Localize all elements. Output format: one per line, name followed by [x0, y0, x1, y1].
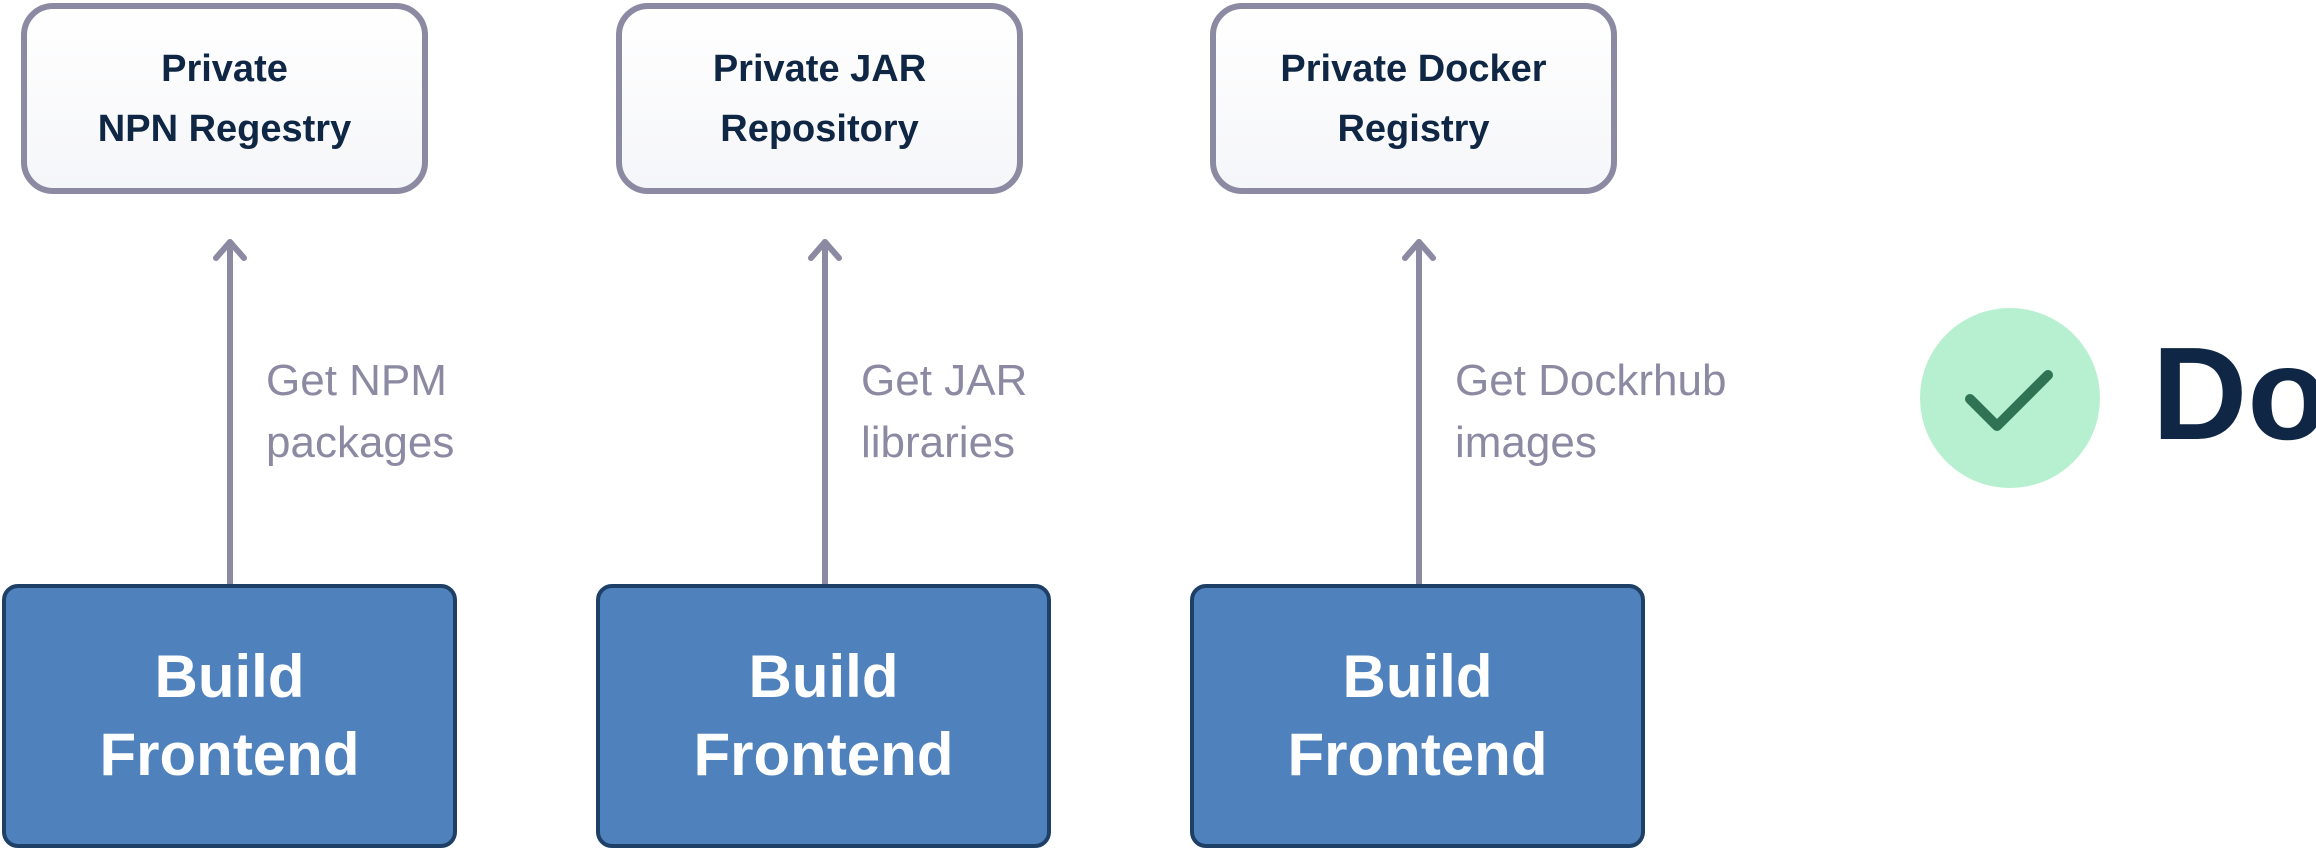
docker-registry-title: Private Docker Registry	[1280, 39, 1546, 159]
build-frontend-2-line-2: Frontend	[693, 721, 954, 788]
build-frontend-title-1: Build Frontend	[100, 638, 360, 794]
jar-repository-node: Private JAR Repository	[616, 3, 1023, 194]
build-frontend-title-3: Build Frontend	[1288, 638, 1548, 794]
build-frontend-3-line-2: Frontend	[1287, 721, 1548, 788]
build-frontend-2-line-1: Build	[748, 643, 899, 710]
do-label: Do	[2152, 320, 2316, 467]
build-frontend-1-line-2: Frontend	[99, 721, 360, 788]
jar-edge-label: Get JAR libraries	[861, 350, 1027, 474]
build-frontend-title-2: Build Frontend	[694, 638, 954, 794]
docker-edge-label: Get Dockrhub images	[1455, 350, 1726, 474]
docker-registry-title-line-2: Registry	[1337, 107, 1490, 150]
jar-repository-title-line-2: Repository	[720, 107, 919, 150]
npm-edge-label: Get NPM packages	[266, 350, 454, 474]
docker-edge-label-line-1: Get Dockrhub	[1455, 356, 1727, 405]
npm-edge-label-line-1: Get NPM	[266, 356, 447, 405]
docker-registry-title-line-1: Private Docker	[1280, 47, 1547, 90]
docker-arrow	[1402, 239, 1436, 586]
jar-repository-title: Private JAR Repository	[713, 39, 926, 159]
npm-registry-title-line-2: NPN Regestry	[97, 107, 352, 150]
jar-edge-label-line-1: Get JAR	[861, 356, 1028, 405]
do-badge	[1920, 308, 2100, 488]
build-frontend-1-line-1: Build	[154, 643, 305, 710]
docker-registry-node: Private Docker Registry	[1210, 3, 1617, 194]
jar-repository-title-line-1: Private JAR	[712, 47, 927, 90]
build-frontend-3-line-1: Build	[1342, 643, 1493, 710]
build-frontend-node-3: Build Frontend	[1190, 584, 1645, 848]
docker-edge-label-line-2: images	[1455, 418, 1597, 467]
npm-registry-title: Private NPN Regestry	[98, 39, 351, 159]
checkmark-icon	[1965, 370, 2053, 431]
npm-arrow	[213, 239, 247, 586]
jar-arrow	[808, 239, 842, 586]
npm-registry-title-line-1: Private	[161, 47, 288, 90]
build-frontend-node-1: Build Frontend	[2, 584, 457, 848]
npm-registry-node: Private NPN Regestry	[21, 3, 428, 194]
jar-edge-label-line-2: libraries	[861, 418, 1016, 467]
npm-edge-label-line-2: packages	[266, 418, 455, 467]
build-frontend-node-2: Build Frontend	[596, 584, 1051, 848]
